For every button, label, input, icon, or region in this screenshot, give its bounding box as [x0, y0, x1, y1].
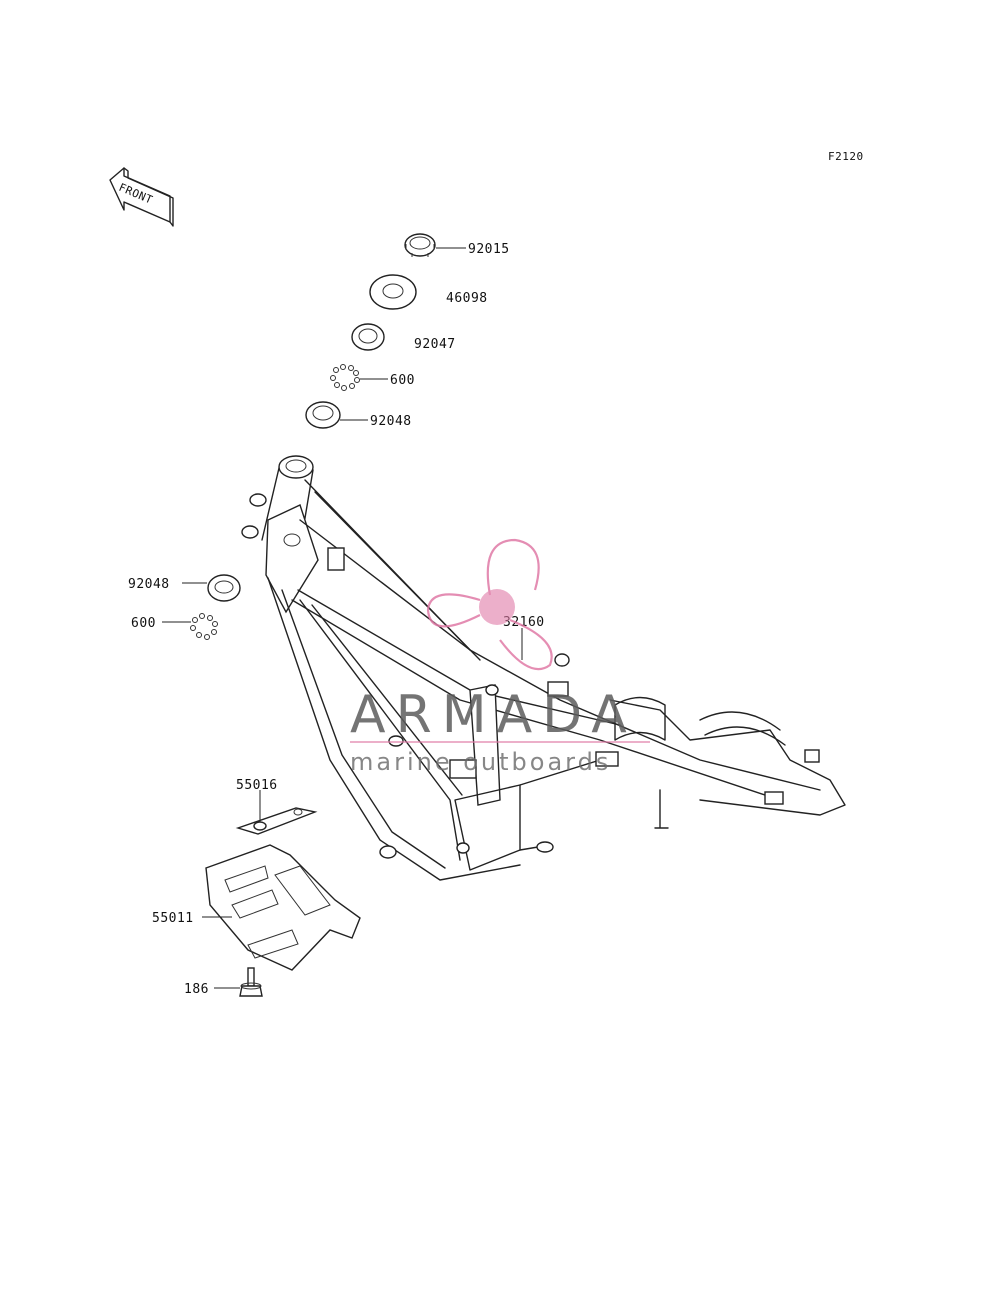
diagram-code: F2120 — [828, 150, 864, 163]
watermark-subtitle: marine outboards — [350, 748, 611, 776]
race-92048-left — [207, 574, 241, 602]
part-92015-label: 92015 — [468, 242, 510, 257]
bracket-55016 — [235, 807, 318, 835]
skid-plate-55011 — [205, 844, 361, 971]
part-92047-label: 92047 — [414, 337, 456, 352]
bolt-186 — [239, 967, 263, 997]
seal-92047 — [351, 323, 385, 351]
part-186-label: 186 — [184, 982, 209, 997]
washer-46098 — [369, 274, 417, 310]
part-55011-label: 55011 — [152, 911, 194, 926]
part-55016-label: 55016 — [236, 778, 278, 793]
part-92048-top-label: 92048 — [370, 414, 412, 429]
part-600-top-label: 600 — [390, 373, 415, 388]
ball-bearing-left — [190, 613, 218, 640]
part-92048-left-label: 92048 — [128, 577, 170, 592]
part-600-left-label: 600 — [131, 616, 156, 631]
part-32160-label: 32160 — [503, 615, 545, 630]
watermark-title: ARMADA — [350, 685, 637, 745]
part-46098-label: 46098 — [446, 291, 488, 306]
ball-bearing-top — [330, 364, 360, 391]
motorcycle-frame — [241, 455, 846, 881]
race-92048-top — [305, 401, 341, 429]
watermark-logo-icon — [426, 538, 553, 671]
front-arrow-icon: FRONT — [109, 167, 174, 227]
steering-stem-nut — [404, 233, 436, 257]
front-label: FRONT — [117, 181, 155, 207]
